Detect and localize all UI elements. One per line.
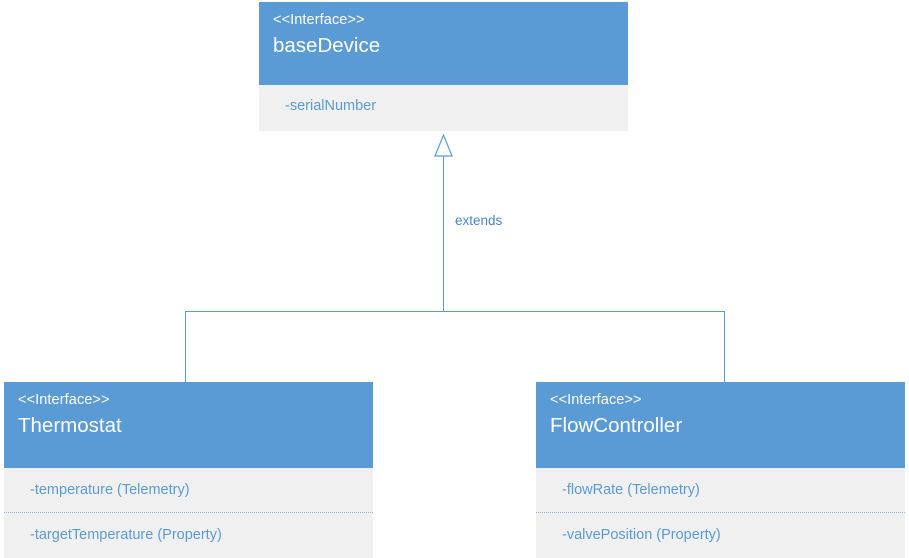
class-attributes-flow-controller: -flowRate (Telemetry) -valvePosition (Pr… bbox=[536, 468, 905, 558]
generalization-branch-thermostat bbox=[185, 311, 186, 382]
class-attribute: -flowRate (Telemetry) bbox=[562, 482, 700, 498]
generalization-stem bbox=[443, 156, 444, 311]
uml-class-thermostat[interactable]: <<Interface>> Thermostat -temperature (T… bbox=[4, 382, 373, 558]
generalization-branch-flow-controller bbox=[724, 311, 725, 382]
class-title: baseDevice bbox=[273, 34, 381, 57]
relationship-label-extends: extends bbox=[455, 213, 503, 228]
class-header-flow-controller: <<Interface>> FlowController bbox=[536, 382, 905, 468]
inheritance-arrowhead-icon bbox=[434, 133, 453, 157]
class-title: Thermostat bbox=[18, 414, 122, 437]
class-attribute: -serialNumber bbox=[285, 98, 377, 114]
class-title: FlowController bbox=[550, 414, 683, 437]
class-attribute: -targetTemperature (Property) bbox=[4, 512, 373, 557]
uml-class-base-device[interactable]: <<Interface>> baseDevice -serialNumber bbox=[259, 2, 628, 131]
uml-class-flow-controller[interactable]: <<Interface>> FlowController -flowRate (… bbox=[536, 382, 905, 558]
class-header-base-device: <<Interface>> baseDevice bbox=[259, 2, 628, 85]
class-attribute: -valvePosition (Property) bbox=[536, 512, 905, 557]
class-stereotype: <<Interface>> bbox=[550, 392, 642, 408]
class-attributes-thermostat: -temperature (Telemetry) -targetTemperat… bbox=[4, 468, 373, 558]
class-header-thermostat: <<Interface>> Thermostat bbox=[4, 382, 373, 468]
generalization-trunk bbox=[185, 311, 725, 312]
class-attribute: -temperature (Telemetry) bbox=[30, 482, 190, 498]
class-stereotype: <<Interface>> bbox=[273, 12, 365, 28]
class-stereotype: <<Interface>> bbox=[18, 392, 110, 408]
class-attributes-base-device: -serialNumber bbox=[259, 85, 628, 131]
